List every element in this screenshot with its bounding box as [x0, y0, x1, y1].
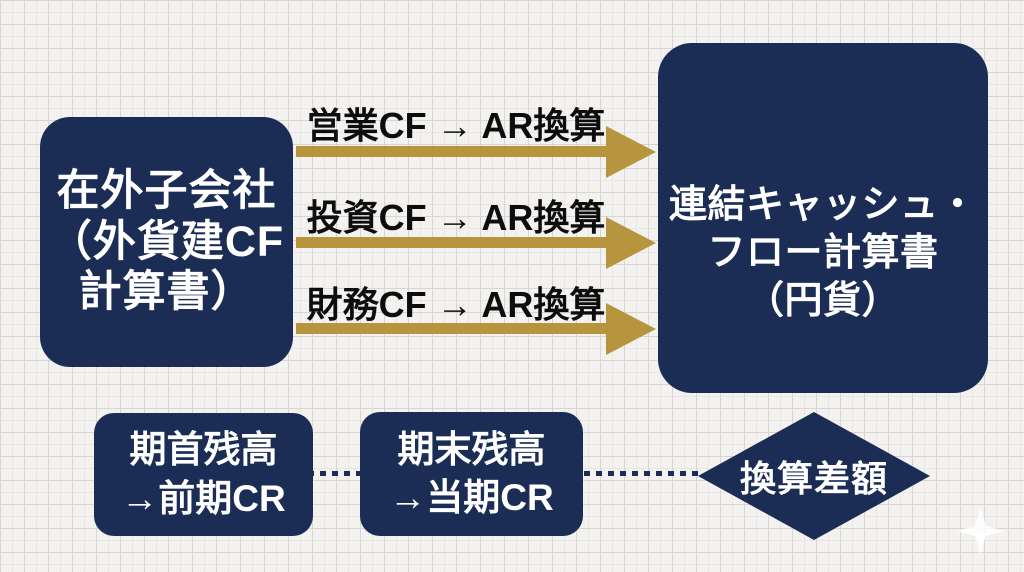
bottom-box-ending-balance: 期末残高 →当期CR	[360, 412, 583, 536]
diamond-translation-difference: 換算差額	[698, 412, 930, 540]
sparkle-icon	[957, 507, 1004, 555]
arrow-label-investing-cf: 投資CF → AR換算	[306, 197, 606, 238]
arrow-shaft-financing	[296, 323, 609, 334]
source-box-foreign-subsidiary: 在外子会社 （外貨建CF 計算書）	[40, 117, 293, 367]
arrow-shaft-operating	[296, 146, 609, 157]
arrow-label-financing-cf: 財務CF → AR換算	[306, 284, 606, 325]
bottom-box-beginning-balance: 期首残高 →前期CR	[94, 413, 313, 536]
target-box-consolidated-cf: 連結キャッシュ・ フロー計算書 （円貨）	[658, 43, 988, 393]
arrow-shaft-investing	[296, 237, 609, 248]
arrow-label-operating-cf: 営業CF → AR換算	[306, 105, 606, 146]
